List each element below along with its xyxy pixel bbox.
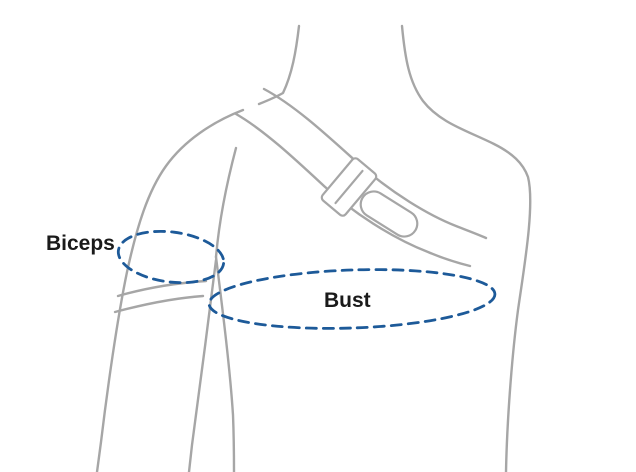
strap-hardware: [320, 157, 419, 238]
bust-label: Bust: [324, 289, 371, 312]
biceps-measurement-ellipse: [116, 229, 226, 285]
neck-left-line: [257, 24, 301, 106]
bust-measurement-ellipse: [207, 268, 497, 330]
shoulder-strap: [234, 87, 488, 268]
torso-left-line: [214, 255, 236, 472]
left-arm-outer-line: [95, 108, 245, 472]
arm-band-lower-line: [113, 294, 205, 314]
strap-lower-edge-line: [234, 112, 472, 268]
arm-band: [113, 279, 208, 314]
biceps-label: Biceps: [46, 232, 115, 255]
torso-outline: [95, 24, 532, 472]
strap-upper-edge-line: [262, 87, 488, 240]
inner-arm-line: [187, 258, 218, 472]
armhole-seam-line: [214, 146, 238, 259]
buckle-slot-line: [334, 169, 364, 205]
strap-end-tab: [359, 190, 419, 238]
neck-right-and-torso-right-line: [400, 24, 532, 472]
